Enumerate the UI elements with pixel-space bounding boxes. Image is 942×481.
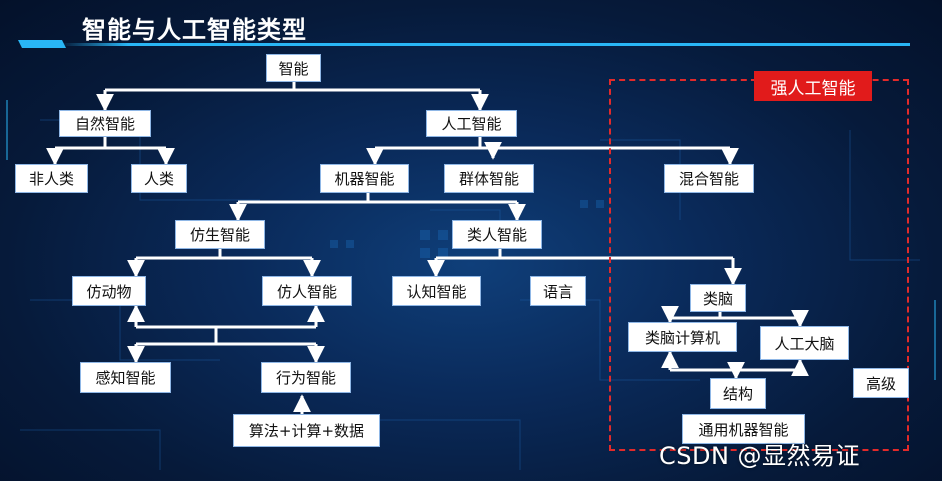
node-renzhi-zhineng: 认知智能 (392, 276, 481, 306)
node-leiren-zhineng: 类人智能 (452, 220, 542, 249)
node-qunti-zhineng: 群体智能 (444, 164, 534, 193)
watermark: CSDN @显然易证 (659, 442, 861, 470)
node-feirenlei: 非人类 (15, 164, 88, 193)
node-gaoji: 高级 (853, 368, 909, 398)
node-jiegou: 结构 (710, 378, 766, 409)
node-fangsheng-zhineng: 仿生智能 (175, 220, 265, 249)
node-ganzhi-zhineng: 感知智能 (80, 362, 171, 393)
node-renlei: 人类 (131, 164, 187, 193)
node-leinao-jisuanji: 类脑计算机 (628, 322, 737, 352)
node-leinao: 类脑 (690, 284, 746, 312)
node-suanfa-jisuan-shuju: 算法+计算+数据 (233, 414, 380, 447)
node-fangren-zhineng: 仿人智能 (262, 276, 352, 306)
node-tongyong-jiqi-zhineng: 通用机器智能 (682, 414, 805, 444)
node-xingwei-zhineng: 行为智能 (261, 362, 351, 393)
node-jiqi-zhineng: 机器智能 (320, 164, 409, 193)
strong-ai-label: 强人工智能 (754, 71, 872, 101)
node-rengong-danao: 人工大脑 (760, 326, 849, 360)
node-yuyan: 语言 (530, 276, 586, 306)
node-hunhe-zhineng: 混合智能 (664, 164, 754, 193)
node-zhineng: 智能 (266, 54, 321, 82)
page-title: 智能与人工智能类型 (82, 16, 307, 44)
node-ziran-zhineng: 自然智能 (59, 110, 151, 137)
node-rengong-zhineng: 人工智能 (426, 110, 517, 137)
node-fangdongwu: 仿动物 (72, 276, 146, 306)
